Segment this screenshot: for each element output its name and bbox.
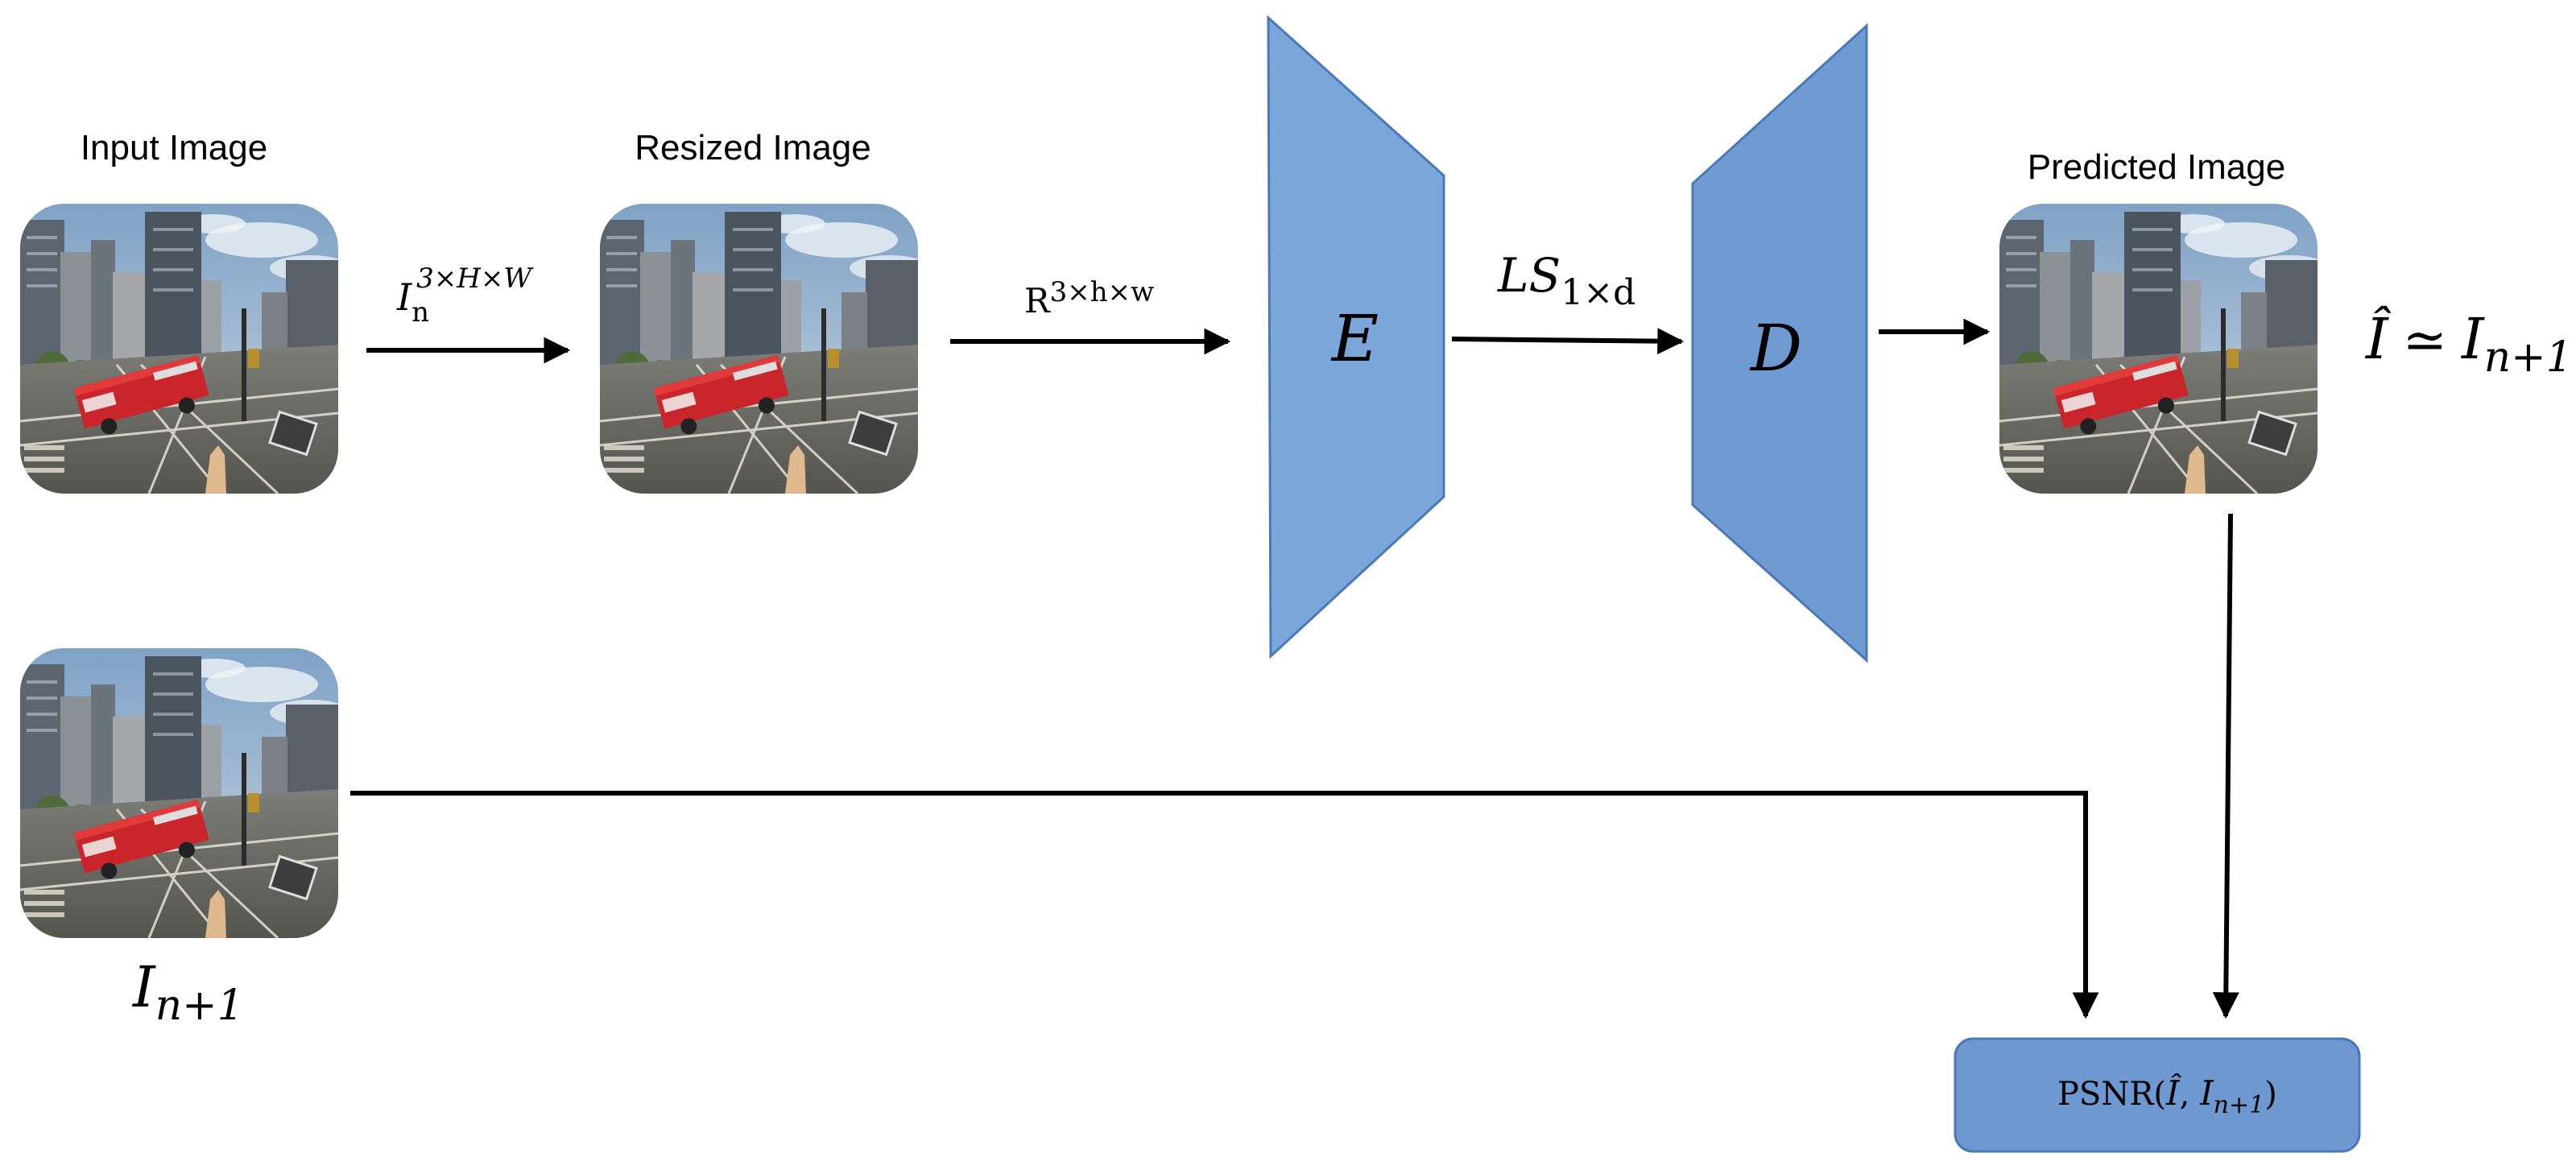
arrow-encoder-to-decoder	[1451, 328, 1685, 355]
ground-truth-label: In+1	[131, 954, 244, 1030]
label-latent-space: LS1×d	[1497, 248, 1635, 313]
input-image-title: Input Image	[81, 128, 267, 167]
predicted-image-thumbnail	[1999, 204, 2330, 494]
prediction-equation: Î≃In+1	[2364, 306, 2573, 382]
arrow-ground-truth-to-psnr	[350, 791, 2099, 1019]
label-resized-dims: R3×h×w	[1024, 276, 1154, 320]
decoder-block	[1691, 23, 1868, 663]
arrow-predicted-to-psnr	[2212, 513, 2239, 1019]
label-input-dims: In3×H×W	[396, 262, 534, 329]
input-image-thumbnail	[20, 204, 350, 494]
resized-image-title: Resized Image	[635, 128, 870, 167]
resized-image-thumbnail	[600, 204, 930, 494]
ground-truth-image-thumbnail	[20, 648, 350, 938]
encoder-label: E	[1330, 301, 1379, 376]
psnr-box	[1954, 1037, 2361, 1153]
psnr-label: PSNR(Î, In+1)	[2057, 1073, 2277, 1119]
decoder-label: D	[1749, 311, 1802, 386]
encoder-block	[1267, 14, 1445, 659]
predicted-image-title: Predicted Image	[2028, 147, 2285, 187]
